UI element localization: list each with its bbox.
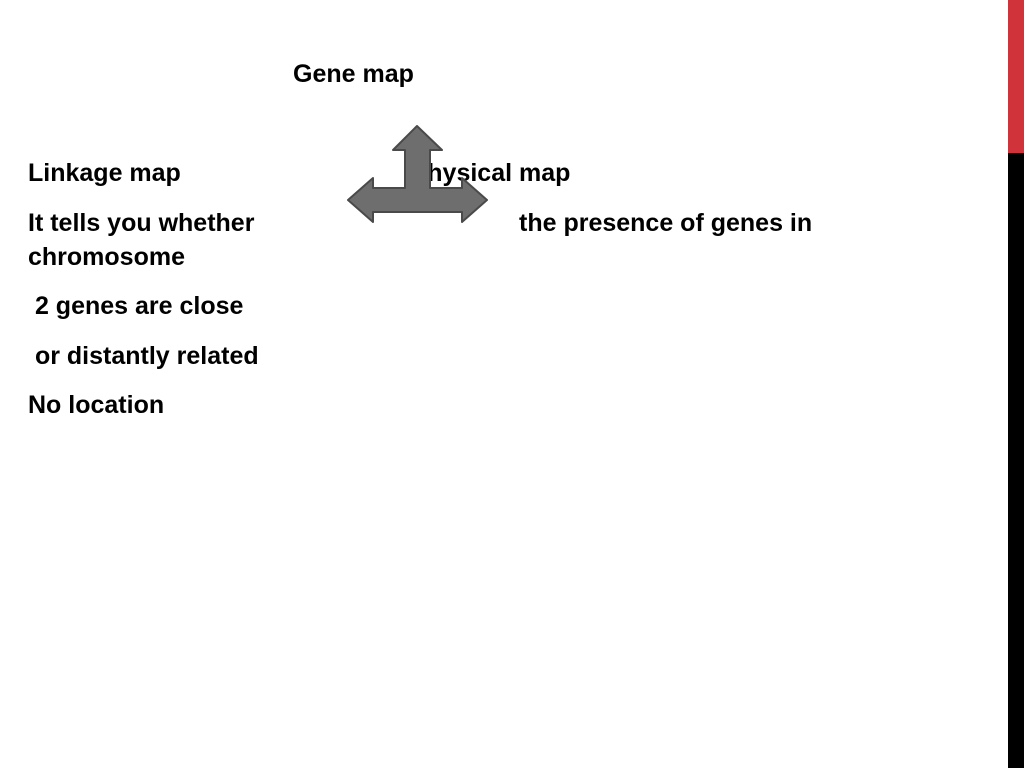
linkage-map-heading: Linkage map	[28, 159, 181, 187]
linkage-map-line-1: It tells you whether	[28, 209, 255, 237]
accent-strip-black	[1008, 153, 1024, 768]
physical-map-heading: physical map	[412, 159, 571, 187]
physical-map-description: the presence of genes in	[519, 209, 813, 237]
linkage-map-line-5: No location	[28, 391, 165, 419]
three-way-arrow-icon	[347, 125, 488, 223]
linkage-map-line-3: 2 genes are close	[28, 292, 244, 320]
linkage-map-line-2: chromosome	[28, 243, 185, 271]
linkage-map-line-4: or distantly related	[28, 342, 259, 370]
accent-strip-red	[1008, 0, 1024, 153]
slide-title: Gene map	[293, 60, 414, 88]
